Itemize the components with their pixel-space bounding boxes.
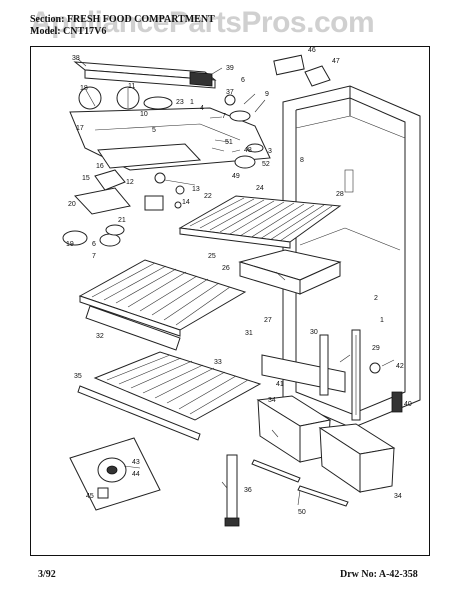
callout-6: 6	[241, 77, 245, 84]
callout-41: 41	[276, 381, 284, 388]
callout-38: 38	[72, 55, 80, 62]
cabinet-drawing	[282, 85, 421, 429]
callout-43: 43	[132, 459, 140, 466]
callout-24: 24	[256, 185, 264, 192]
small-components-drawing	[62, 86, 264, 247]
callout-5: 5	[152, 127, 156, 134]
callout-8: 8	[300, 157, 304, 164]
callout-1b: 1	[380, 317, 384, 324]
callout-12: 12	[126, 179, 134, 186]
callout-17: 17	[76, 125, 84, 132]
callout-34b: 34	[394, 493, 402, 500]
model-title: Model: CNT17V6	[30, 26, 107, 37]
crisper-drawers-drawing	[251, 395, 396, 507]
callout-33: 33	[214, 359, 222, 366]
callout-2: 2	[374, 295, 378, 302]
callout-31: 31	[245, 330, 253, 337]
callout-46: 46	[308, 47, 316, 54]
cold-control-inset-drawing	[69, 437, 161, 511]
drawing-number: Drw No: A-42-358	[340, 569, 418, 580]
callout-49: 49	[232, 173, 240, 180]
callout-4: 4	[200, 105, 204, 112]
callout-39: 39	[226, 65, 234, 72]
callout-27: 27	[264, 317, 272, 324]
leader-lines	[77, 58, 395, 506]
callout-21: 21	[118, 217, 126, 224]
callout-22: 22	[204, 193, 212, 200]
callout-14: 14	[182, 199, 190, 206]
callout-32: 32	[96, 333, 104, 340]
callout-1: 1	[190, 99, 194, 106]
callout-48: 48	[244, 147, 252, 154]
callout-28: 28	[336, 191, 344, 198]
callout-42: 42	[396, 363, 404, 370]
callout-6b: 6	[92, 241, 96, 248]
callout-52: 52	[262, 161, 270, 168]
callout-13: 13	[192, 186, 200, 193]
callout-44: 44	[132, 471, 140, 478]
callout-3: 3	[268, 148, 272, 155]
watermark-logo: AppliancePartsPros.com	[30, 6, 375, 39]
crisper-cover-drawing	[261, 329, 403, 421]
callout-50: 50	[298, 509, 306, 516]
callout-29: 29	[372, 345, 380, 352]
callout-19: 19	[66, 241, 74, 248]
lower-shelf-drawing	[77, 351, 262, 441]
callout-40: 40	[404, 401, 412, 408]
callout-45: 45	[86, 493, 94, 500]
callout-7b: 7	[92, 253, 96, 260]
callout-34: 34	[268, 397, 276, 404]
callout-7: 7	[222, 113, 226, 120]
control-housing-drawing	[69, 54, 331, 171]
callout-25: 25	[208, 253, 216, 260]
callout-47: 47	[332, 58, 340, 65]
callout-18: 18	[80, 85, 88, 92]
callout-36: 36	[244, 487, 252, 494]
callout-23: 23	[176, 99, 184, 106]
section-title: Section: FRESH FOOD COMPARTMENT	[30, 14, 215, 25]
diagram-frame	[30, 46, 430, 556]
middle-shelf-drawing	[78, 259, 247, 351]
callout-9: 9	[265, 91, 269, 98]
callout-16: 16	[96, 163, 104, 170]
callout-10: 10	[140, 111, 148, 118]
revision-date: 3/92	[38, 569, 56, 580]
callout-30: 30	[310, 329, 318, 336]
callout-15: 15	[82, 175, 90, 182]
callout-26: 26	[222, 265, 230, 272]
meat-pan-drawing	[238, 249, 342, 295]
callout-11: 11	[128, 83, 135, 90]
callout-20: 20	[68, 201, 76, 208]
upper-shelf-drawing	[178, 195, 342, 249]
callout-35: 35	[74, 373, 82, 380]
callout-37: 37	[226, 89, 234, 96]
callout-51: 51	[225, 139, 233, 146]
